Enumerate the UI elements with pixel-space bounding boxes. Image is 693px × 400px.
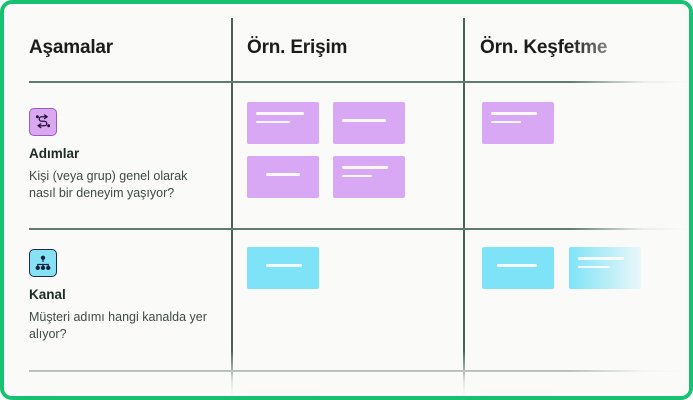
column-divider-3 <box>661 18 662 396</box>
note-card[interactable] <box>247 247 319 289</box>
right-fade-overlay <box>569 4 689 396</box>
row-title-channel: Kanal <box>29 287 66 302</box>
note-card[interactable] <box>482 389 554 396</box>
third-row-icon <box>29 392 57 396</box>
column-divider-1 <box>231 18 233 396</box>
column-header-reach: Örn. Erişim <box>247 37 348 58</box>
row-description-channel: Müşteri adımı hangi kanalda yer alıyor? <box>29 310 207 341</box>
column-header-discover: Örn. Keşfetme <box>480 37 608 58</box>
row-label-channel[interactable]: Kanal Müşteri adımı hangi kanalda yer al… <box>29 249 224 343</box>
column-header-stages: Aşamalar <box>29 37 113 58</box>
note-card[interactable] <box>333 102 405 144</box>
note-card[interactable] <box>569 247 641 289</box>
note-card[interactable] <box>482 247 554 289</box>
row-description-steps: Kişi (veya grup) genel olarak nasıl bir … <box>29 169 188 200</box>
row-divider-1 <box>29 228 689 230</box>
note-card[interactable] <box>247 156 319 198</box>
channel-network-icon <box>29 249 57 277</box>
row-label-steps[interactable]: Adımlar Kişi (veya grup) genel olarak na… <box>29 108 224 202</box>
header-divider <box>29 81 689 83</box>
row-divider-2 <box>29 370 689 372</box>
bottom-fade-overlay <box>4 350 689 396</box>
row-label-third[interactable] <box>29 392 224 396</box>
note-card[interactable] <box>482 102 554 144</box>
steps-flow-icon <box>29 108 57 136</box>
column-divider-2 <box>463 18 465 396</box>
note-card[interactable] <box>333 156 405 198</box>
note-card[interactable] <box>247 389 319 396</box>
journey-map-board[interactable]: Aşamalar Örn. Erişim Örn. Keşfetme Adıml… <box>4 4 689 396</box>
row-title-steps: Adımlar <box>29 146 80 161</box>
note-card[interactable] <box>247 102 319 144</box>
